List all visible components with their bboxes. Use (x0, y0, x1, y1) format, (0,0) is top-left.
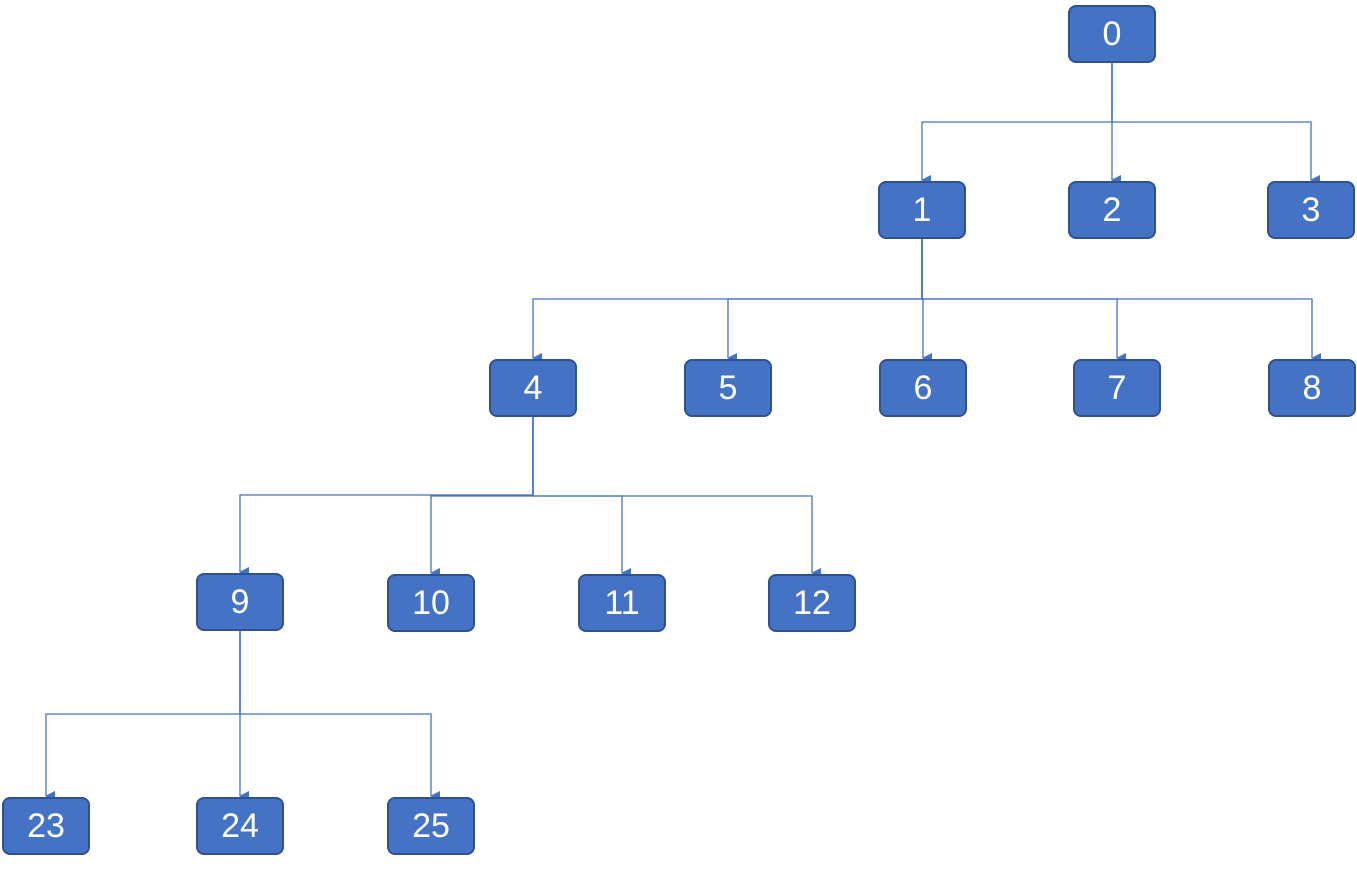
edge-1-to-8 (921, 239, 1321, 363)
node-11: 11 (578, 574, 666, 632)
node-2: 2 (1068, 181, 1156, 239)
node-24: 24 (196, 797, 284, 855)
edge-4-to-12 (532, 417, 821, 578)
node-8: 8 (1268, 359, 1356, 417)
node-10: 10 (387, 574, 475, 632)
edge-4-to-9 (239, 417, 534, 577)
node-3: 3 (1267, 181, 1355, 239)
edge-4-to-11 (532, 417, 631, 578)
node-9: 9 (196, 573, 284, 631)
node-23: 23 (2, 797, 90, 855)
node-25: 25 (387, 797, 475, 855)
edge-0-to-1 (921, 63, 1113, 185)
node-12: 12 (768, 574, 856, 632)
node-6: 6 (879, 359, 967, 417)
edge-9-to-25 (239, 631, 440, 801)
node-1: 1 (878, 181, 966, 239)
node-4: 4 (489, 359, 577, 417)
node-7: 7 (1073, 359, 1161, 417)
edge-9-to-23 (45, 631, 241, 801)
node-5: 5 (684, 359, 772, 417)
edge-1-to-5 (727, 239, 923, 363)
edge-0-to-3 (1111, 63, 1320, 185)
node-0: 0 (1068, 5, 1156, 63)
